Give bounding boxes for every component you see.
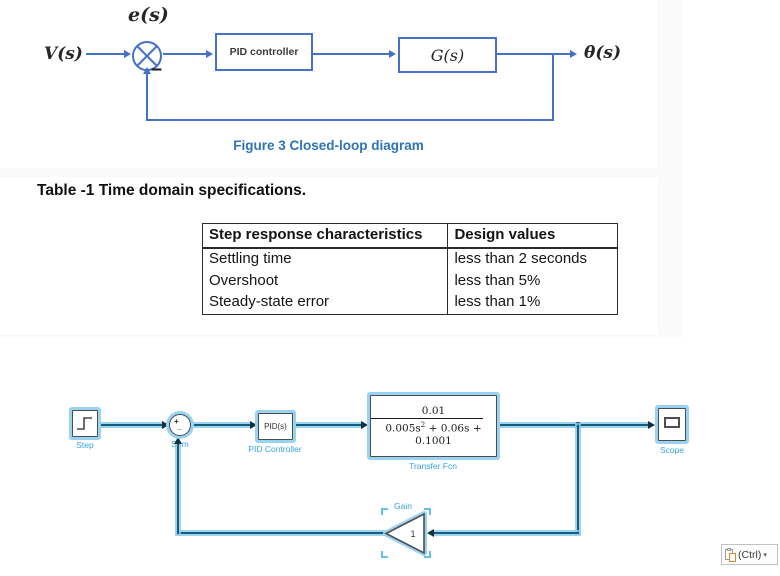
input-signal-label: V(s) (44, 44, 83, 64)
fraction-bar (371, 418, 483, 420)
column-header-characteristics: Step response characteristics (201, 223, 448, 249)
page-gutter-horizontal-2 (0, 335, 657, 338)
feedback-wire-up (146, 74, 148, 121)
table-row: Overshoot less than 5% (201, 269, 618, 292)
wire-feedback-up (177, 443, 179, 534)
page-gutter-horizontal-1 (0, 168, 657, 177)
arrowhead-feedback-into-sum (143, 67, 151, 74)
table-title: Table -1 Time domain specifications. (37, 182, 307, 199)
cell-design-value: less than 1% (447, 291, 618, 314)
specifications-table: Step response characteristics Design val… (201, 223, 618, 315)
selection-bracket-icon (381, 551, 388, 558)
cell-design-value: less than 2 seconds (447, 247, 618, 270)
arrowhead-gain-input (427, 529, 434, 537)
step-block (72, 410, 98, 437)
cell-characteristic: Overshoot (201, 269, 448, 292)
figure-caption: Figure 3 Closed-loop diagram (233, 138, 424, 153)
scope-screen-icon (664, 417, 680, 428)
wire-pid-to-transfer-fcn (293, 424, 362, 426)
paste-options-label: (Ctrl) (738, 548, 762, 561)
arrowhead-scope-input (648, 421, 655, 429)
selection-bracket-icon (381, 508, 388, 515)
pid-controller-simulink-block: PID(s) (258, 413, 293, 440)
arrowhead-into-plant (389, 50, 396, 58)
wire-transfer-fcn-to-scope (497, 424, 648, 426)
output-signal-label: θ(s) (584, 43, 621, 63)
arrowhead-into-sum (124, 50, 131, 58)
arrowhead-into-pid (206, 50, 213, 58)
paste-options-button[interactable]: (Ctrl) ▾ (721, 544, 778, 565)
wire-to-gain-input (434, 532, 579, 534)
column-header-design-values: Design values (447, 223, 618, 249)
wire-gain-to-feedback (178, 532, 388, 534)
cell-characteristic: Steady-state error (201, 291, 448, 314)
summing-junction-icon (132, 41, 162, 71)
transfer-fcn-label: Transfer Fcn (409, 461, 457, 471)
wire-plant-to-output (497, 53, 570, 55)
arrowhead-pid-input (250, 421, 257, 429)
selection-bracket-icon (424, 508, 431, 515)
gain-block: 1 (383, 511, 427, 556)
transfer-fcn-numerator: 0.01 (421, 405, 446, 418)
arrowhead-sum-input (162, 421, 169, 429)
closed-loop-figure[interactable]: e(s) V(s) – PID controller G(s) θ(s) Fig… (0, 0, 657, 168)
transfer-fcn-denominator: 0.005s2 + 0.06s + 0.1001 (385, 421, 482, 447)
cell-design-value: less than 5% (447, 269, 618, 292)
plant-block: G(s) (398, 37, 497, 73)
transfer-function-expression: 0.01 0.005s2 + 0.06s + 0.1001 (371, 405, 496, 447)
error-signal-label: e(s) (128, 4, 169, 26)
clipboard-paste-icon (725, 547, 736, 562)
gain-value: 1 (410, 529, 415, 539)
gain-block-label: Gain (394, 501, 412, 511)
sum-minus-sign: _ (177, 422, 182, 431)
wire-input-to-sum (86, 53, 124, 55)
arrowhead-sum-feedback-input (174, 437, 182, 444)
table-row: Settling time less than 2 seconds (201, 247, 618, 270)
pid-controller-block: PID controller (215, 33, 313, 71)
feedback-wire-horizontal (146, 119, 554, 121)
sum-block-label: Sum (171, 439, 189, 449)
scope-block-label: Scope (659, 445, 685, 455)
wire-branch-down (577, 425, 579, 533)
page-gutter-vertical (657, 0, 682, 338)
wire-pid-to-plant (313, 53, 389, 55)
wire-sum-to-pid (163, 53, 206, 55)
scope-block (658, 408, 686, 441)
sum-plus-sign: + (174, 417, 179, 426)
pid-controller-block-label: PID controller (229, 46, 299, 58)
wire-sum-to-pid (191, 424, 250, 426)
transfer-fcn-block: 0.01 0.005s2 + 0.06s + 0.1001 (370, 395, 497, 457)
sum-block: + _ (169, 414, 191, 436)
chevron-down-icon: ▾ (763, 551, 767, 559)
step-block-label: Step (76, 440, 94, 450)
cell-characteristic: Settling time (201, 247, 448, 270)
feedback-wire-down (552, 55, 554, 121)
pid-block-label: PID Controller (248, 444, 302, 454)
step-signal-icon (77, 416, 92, 430)
pid-block-text: PID(s) (264, 422, 287, 431)
selection-bracket-icon (424, 551, 431, 558)
table-header-row: Step response characteristics Design val… (201, 223, 618, 249)
plant-block-label: G(s) (430, 45, 465, 65)
wire-step-to-sum (99, 424, 162, 426)
arrowhead-transfer-fcn-input (361, 421, 368, 429)
arrowhead-output (570, 50, 577, 58)
table-row: Steady-state error less than 1% (201, 291, 618, 314)
feedback-minus-sign: – (151, 58, 163, 80)
